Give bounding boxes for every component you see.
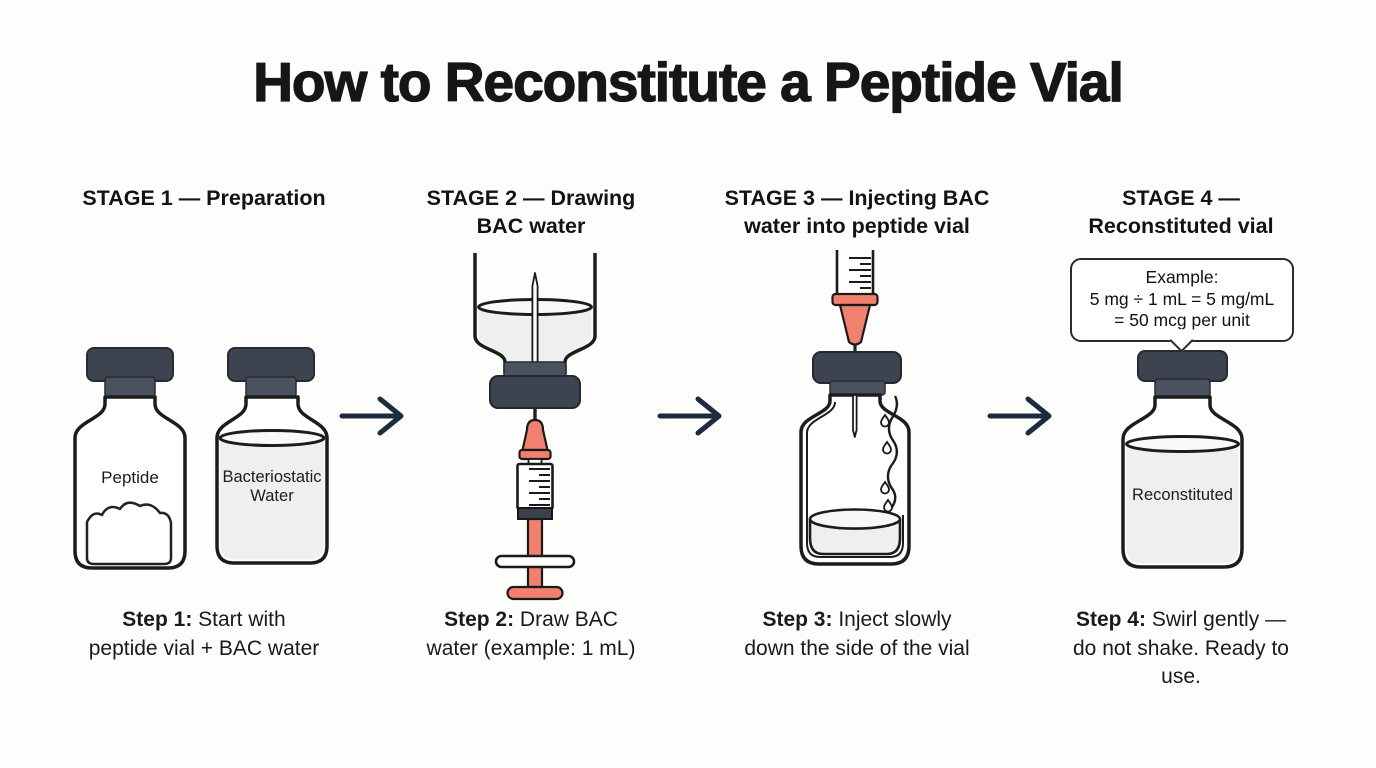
inverted-vial-cap xyxy=(489,375,581,409)
stage4-header: STAGE 4 — Reconstituted vial xyxy=(1031,184,1331,240)
peptide-vial-receiving xyxy=(799,351,911,566)
peptide-vial-label: Peptide xyxy=(101,468,159,487)
stage4-header-line2: Reconstituted vial xyxy=(1088,214,1274,238)
water-droplet xyxy=(880,413,890,428)
vial-stopper xyxy=(829,380,886,396)
arrow-2-icon xyxy=(657,396,722,436)
step2-label: Step 2: xyxy=(444,608,515,631)
stage2-header: STAGE 2 — Drawing BAC water xyxy=(381,184,681,240)
water-droplet xyxy=(882,440,892,455)
reconstituted-vial-label: Reconstituted xyxy=(1132,486,1233,504)
water-pool-surface xyxy=(808,508,902,530)
syringe-drawing xyxy=(494,408,576,601)
bac-vial-cap xyxy=(227,347,315,382)
syringe-injecting xyxy=(831,250,879,357)
step1-label: Step 1: xyxy=(122,608,193,631)
stage3-header-line2: water into peptide vial xyxy=(744,214,970,238)
bac-vial-stopper xyxy=(245,376,297,398)
bac-water-surface xyxy=(218,429,326,447)
vial-inner-wall xyxy=(806,401,904,558)
step2-text-line2: water (example: 1 mL) xyxy=(426,636,636,660)
step1-text-line1: Start with xyxy=(192,608,286,631)
stage2-header-line1: STAGE 2 — Drawing xyxy=(426,186,636,210)
peptide-powder xyxy=(85,501,173,566)
stage4-header-line1: STAGE 4 — xyxy=(1122,186,1240,210)
page-title: How to Reconstitute a Peptide Vial xyxy=(253,50,1125,113)
step3-text-line2: down the side of the vial xyxy=(744,636,970,660)
step3-text-line1: Inject slowly xyxy=(832,608,952,631)
stage2-header-line2: BAC water xyxy=(476,214,586,238)
step3-label: Step 3: xyxy=(762,608,833,631)
step4-text-line1: Swirl gently — xyxy=(1145,608,1287,631)
stage3-illustration xyxy=(799,250,911,566)
stage3-header-line1: STAGE 3 — Injecting BAC xyxy=(724,186,990,210)
syringe-plunger-seal xyxy=(517,507,553,520)
step2-text-line1: Draw BAC xyxy=(514,608,618,631)
syringe-needle xyxy=(533,408,537,424)
bac-vial-label-line2: Water xyxy=(250,487,294,505)
callout-line3: = 50 mcg per unit xyxy=(1114,310,1250,330)
stage1-header-line1: STAGE 1 — Preparation xyxy=(82,186,326,210)
syringe-barrel-walls xyxy=(835,250,875,294)
callout-line2: 5 mg ÷ 1 mL = 5 mg/mL xyxy=(1089,288,1275,309)
syringe-thumb-pad xyxy=(506,585,564,601)
reconstituted-vial: Reconstituted xyxy=(1121,350,1244,569)
step4-label: Step 4: xyxy=(1075,608,1146,631)
step4-text-line2: do not shake. Ready to xyxy=(1073,636,1289,660)
vial-cap xyxy=(812,351,902,384)
vial-cap xyxy=(1137,350,1228,382)
water-droplet xyxy=(880,480,890,495)
step4-text-line3: use. xyxy=(1161,665,1201,688)
needle-inside-vial xyxy=(852,394,858,438)
callout-line1: Example: xyxy=(1145,267,1219,287)
syringe-plunger-rod xyxy=(526,517,544,589)
bac-vial-label-line1: Bacteriostatic xyxy=(222,468,321,486)
peptide-vial: Peptide xyxy=(73,347,187,570)
bac-water-vial: Bacteriostatic Water xyxy=(215,347,329,565)
syringe-graduations xyxy=(849,257,871,289)
syringe-hub xyxy=(521,418,549,452)
syringe-hub xyxy=(838,303,872,346)
vial-stopper xyxy=(1154,378,1211,398)
step2-caption: Step 2: Draw BAC water (example: 1 mL) xyxy=(361,606,701,663)
stage4-illustration: Reconstituted xyxy=(1121,350,1244,569)
stage2-illustration xyxy=(473,253,597,601)
step4-caption: Step 4: Swirl gently — do not shake. Rea… xyxy=(1011,606,1351,692)
water-stream xyxy=(886,395,899,512)
dosage-example-callout: Example: 5 mg ÷ 1 mL = 5 mg/mL = 50 mcg … xyxy=(1070,258,1294,353)
step1-text-line2: peptide vial + BAC water xyxy=(88,636,320,660)
stage1-illustration: Peptide Bacteriostatic Water xyxy=(73,347,329,570)
syringe-hub-collar xyxy=(831,292,879,307)
stage1-header: STAGE 1 — Preparation xyxy=(54,184,354,212)
step1-caption: Step 1: Start with peptide vial + BAC wa… xyxy=(34,606,374,663)
arrow-3-icon xyxy=(987,396,1052,436)
inverted-bac-vial xyxy=(473,253,597,409)
step3-caption: Step 3: Inject slowly down the side of t… xyxy=(687,606,1027,663)
reconstituted-liquid xyxy=(1126,444,1239,564)
peptide-vial-cap xyxy=(86,347,174,382)
syringe-graduations xyxy=(529,468,550,506)
needle-inside-vial xyxy=(531,272,539,373)
peptide-vial-stopper xyxy=(104,376,156,398)
syringe-hub-collar xyxy=(518,448,552,461)
syringe-flange xyxy=(494,554,576,569)
bac-water-liquid xyxy=(220,438,324,560)
stage3-header: STAGE 3 — Injecting BAC water into pepti… xyxy=(697,184,1017,240)
arrow-1-icon xyxy=(339,396,404,436)
liquid-surface xyxy=(1125,435,1240,453)
